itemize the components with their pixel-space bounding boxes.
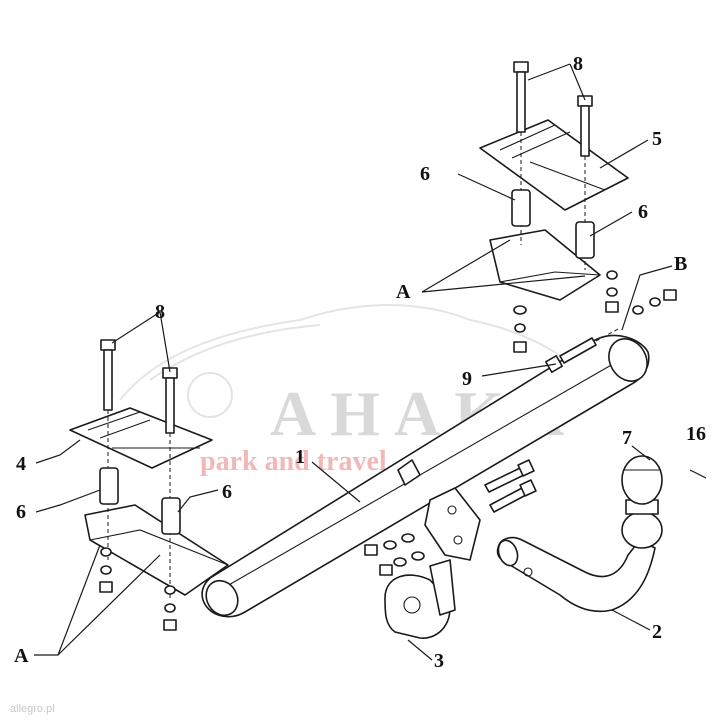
callout-7: 7 — [622, 427, 632, 449]
callout-1: 1 — [295, 446, 305, 468]
left-bolt-2 — [162, 367, 178, 600]
side-washers-b — [605, 270, 677, 315]
left-beam-bracket — [84, 504, 229, 596]
callout-8-right: 8 — [573, 53, 583, 75]
callout-16: 16 — [686, 423, 706, 445]
right-nut-stack — [513, 305, 527, 353]
callout-9: 9 — [462, 368, 472, 390]
callout-6-right-2: 6 — [638, 201, 648, 223]
callout-6-left-2: 6 — [222, 481, 232, 503]
tow-ball-mount-plates — [397, 459, 481, 561]
callout-b: B — [674, 253, 687, 275]
callout-a-upper: A — [396, 281, 411, 303]
watermark-tagline: park and travel — [200, 446, 387, 477]
left-nut-stack — [99, 547, 177, 631]
left-spacer-1 — [99, 467, 119, 505]
callout-6-right-1: 6 — [420, 163, 430, 185]
callout-6-left-1: 6 — [16, 501, 26, 523]
callout-4: 4 — [16, 453, 26, 475]
left-mounting-plate — [69, 407, 213, 469]
left-bolt-1 — [100, 339, 116, 560]
callout-5: 5 — [652, 128, 662, 150]
footer-watermark-text: allegro.pl — [10, 703, 55, 715]
bolts-7 — [484, 459, 537, 513]
right-spacer-1 — [511, 189, 531, 227]
socket-plate — [384, 559, 456, 639]
tow-ball — [621, 455, 663, 549]
right-mounting-plate — [479, 119, 629, 211]
callout-a-lower: A — [14, 645, 29, 667]
main-cross-beam — [201, 334, 650, 618]
left-spacer-2 — [161, 497, 181, 535]
right-spacer-2 — [575, 221, 595, 259]
tow-ball-neck — [496, 536, 656, 613]
callout-2: 2 — [652, 621, 662, 643]
callout-8-left: 8 — [155, 301, 165, 323]
callout-3: 3 — [434, 650, 444, 672]
leader-lines — [34, 63, 707, 661]
tow-ball-nuts — [364, 533, 425, 576]
